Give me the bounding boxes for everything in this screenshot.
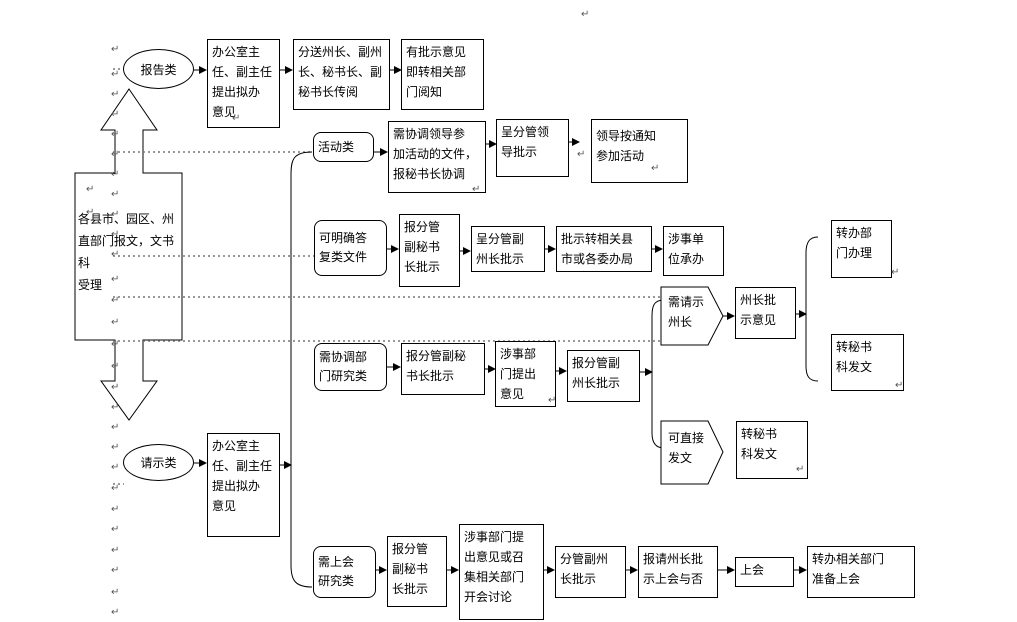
report-step1: 办公室主 任、副主任 提出拟办 意见 [207,39,280,128]
double-arrow-shape [74,88,183,421]
activity-step3: 领导按通知 参加活动 [591,119,688,183]
secretary-issue-upper: 转秘书 科发文 [831,334,904,391]
secretary-issue-lower: 转秘书 科发文 [736,421,808,479]
main-bracket [290,151,313,588]
direct-issue-label: 可直接 发文 [668,431,705,465]
paragraph-mark: ↵ [472,184,481,195]
paragraph-mark: ↵ [111,229,120,240]
paragraph-mark: ↵ [111,402,120,413]
paragraph-mark: ↵ [111,524,120,535]
paragraph-mark: ↵ [581,9,590,20]
paragraph-mark: ↵ [111,361,120,372]
source-receive-text: 各县市、园区、州 直部门报文，文书科 受理 [78,212,175,292]
paragraph-mark: ↵ [111,442,120,453]
arrows [194,66,807,574]
paragraph-mark: ↵ [895,380,904,391]
category-report: 报告类 [123,49,194,89]
paragraph-mark: ↵ [111,545,120,556]
paragraph-mark: ↵ [111,169,120,180]
answer-step4: 涉事单 位承办 [663,226,724,276]
request-step1: 办公室主 任、副主任 提出拟办 意见 [207,433,280,537]
answer-step1: 报分管 副秘书 长批示 [399,214,460,287]
paragraph-mark: ↵ [86,207,95,218]
activity-step1: 需协调领导参 加活动的文件， 报秘书长协调 [388,121,486,193]
need-governor-shape [660,286,724,346]
activity-step2: 呈分管领 导批示 [496,119,569,177]
direct-issue-shape [660,420,724,485]
paragraph-mark: ↵ [111,249,120,260]
paragraph-mark: ↵ [111,565,120,576]
meeting-step2: 涉事部门提 出意见或召 集相关部门 开会讨论 [459,524,544,620]
dept-handle: 转办部 门办理 [831,220,892,278]
paragraph-mark: ↵ [111,295,120,306]
meeting-step4: 报请州长批 示上会与否 [638,546,718,598]
report-step2: 分送州长、副州 长、秘书长、副 秘书长传阅 [293,39,390,110]
outcome-bracket [805,236,819,382]
paragraph-mark: ↵ [796,464,805,475]
paragraph-mark: ↵ [111,422,120,433]
paragraph-mark: ↵ [111,317,120,328]
paragraph-mark: ↵ [111,89,120,100]
governor-comment: 州长批 示意见 [735,287,796,339]
category-coordinate: 需协调部 门研究类 [314,343,387,391]
coordinate-step1: 报分管副秘 书长批示 [401,343,485,395]
paragraph-mark: ↵ [111,69,120,80]
paragraph-mark: ↵ [111,339,120,350]
need-governor-label: 需请示 州长 [668,295,705,329]
paragraph-mark: ↵ [548,395,557,406]
answer-step2: 呈分管副 州长批示 [471,226,545,272]
meeting-step6: 转办相关部门 准备上会 [807,546,915,598]
paragraph-mark: ↵ [111,109,120,120]
category-request: 请示类 [123,444,194,481]
coordinate-step2: 涉事部 门提出 意见 [495,341,556,407]
paragraph-mark: ↵ [111,209,120,220]
paragraph-mark: ↵ [577,149,586,160]
dotted-guides [113,68,662,485]
paragraph-mark: ↵ [232,113,241,124]
paragraph-mark: ↵ [111,189,120,200]
coordinate-step3: 报分管副 州长批示 [567,350,640,402]
meeting-step3: 分管副州 长批示 [555,546,626,598]
paragraph-mark: ↵ [651,163,660,174]
paragraph-mark: ↵ [111,382,120,393]
paragraph-mark: ↵ [111,274,120,285]
paragraph-mark: ↵ [111,44,120,55]
paragraph-mark: ↵ [111,483,120,494]
paragraph-mark: ↵ [111,129,120,140]
paragraph-mark: ↵ [111,587,120,598]
paragraph-mark: ↵ [111,462,120,473]
category-meeting: 需上会 研究类 [313,546,376,598]
paragraph-mark: ↵ [111,149,120,160]
report-step3: 有批示意见 即转相关部 门阅知 [401,39,484,110]
paragraph-mark: ↵ [111,504,120,515]
meeting-step1: 报分管 副秘书 长批示 [387,536,447,607]
paragraph-mark: ↵ [891,267,900,278]
answer-step3: 批示转相关县 市或各委办局 [556,226,652,272]
paragraph-mark: ↵ [86,184,95,195]
paragraph-mark: ↵ [111,607,120,618]
meeting-step5: 上会 [735,557,794,587]
category-answerable: 可明确答 复类文件 [314,220,387,276]
category-activity: 活动类 [313,132,374,162]
